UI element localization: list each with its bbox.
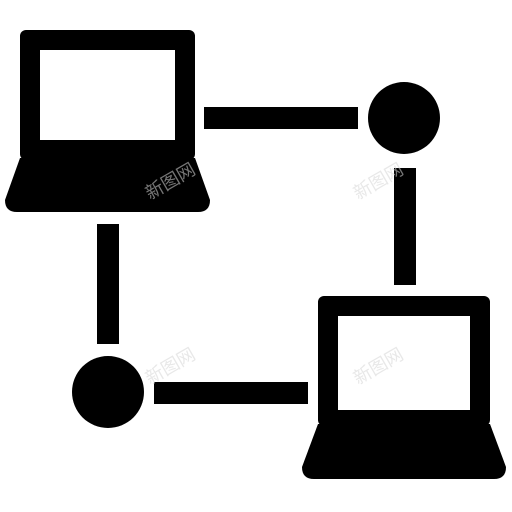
network-node-top-right (368, 82, 440, 154)
laptop-top-left-screen (40, 50, 175, 140)
connector-left (97, 224, 119, 344)
laptop-bottom-right-icon (302, 296, 506, 479)
connector-bottom (154, 382, 308, 404)
laptop-top-left-base (5, 158, 210, 212)
laptop-bottom-right-screen (338, 316, 470, 410)
laptop-top-left-icon (5, 30, 210, 212)
connector-right (394, 168, 416, 285)
network-node-bottom-left (72, 356, 144, 428)
laptop-bottom-right-base (302, 424, 506, 479)
connector-top (204, 107, 358, 129)
